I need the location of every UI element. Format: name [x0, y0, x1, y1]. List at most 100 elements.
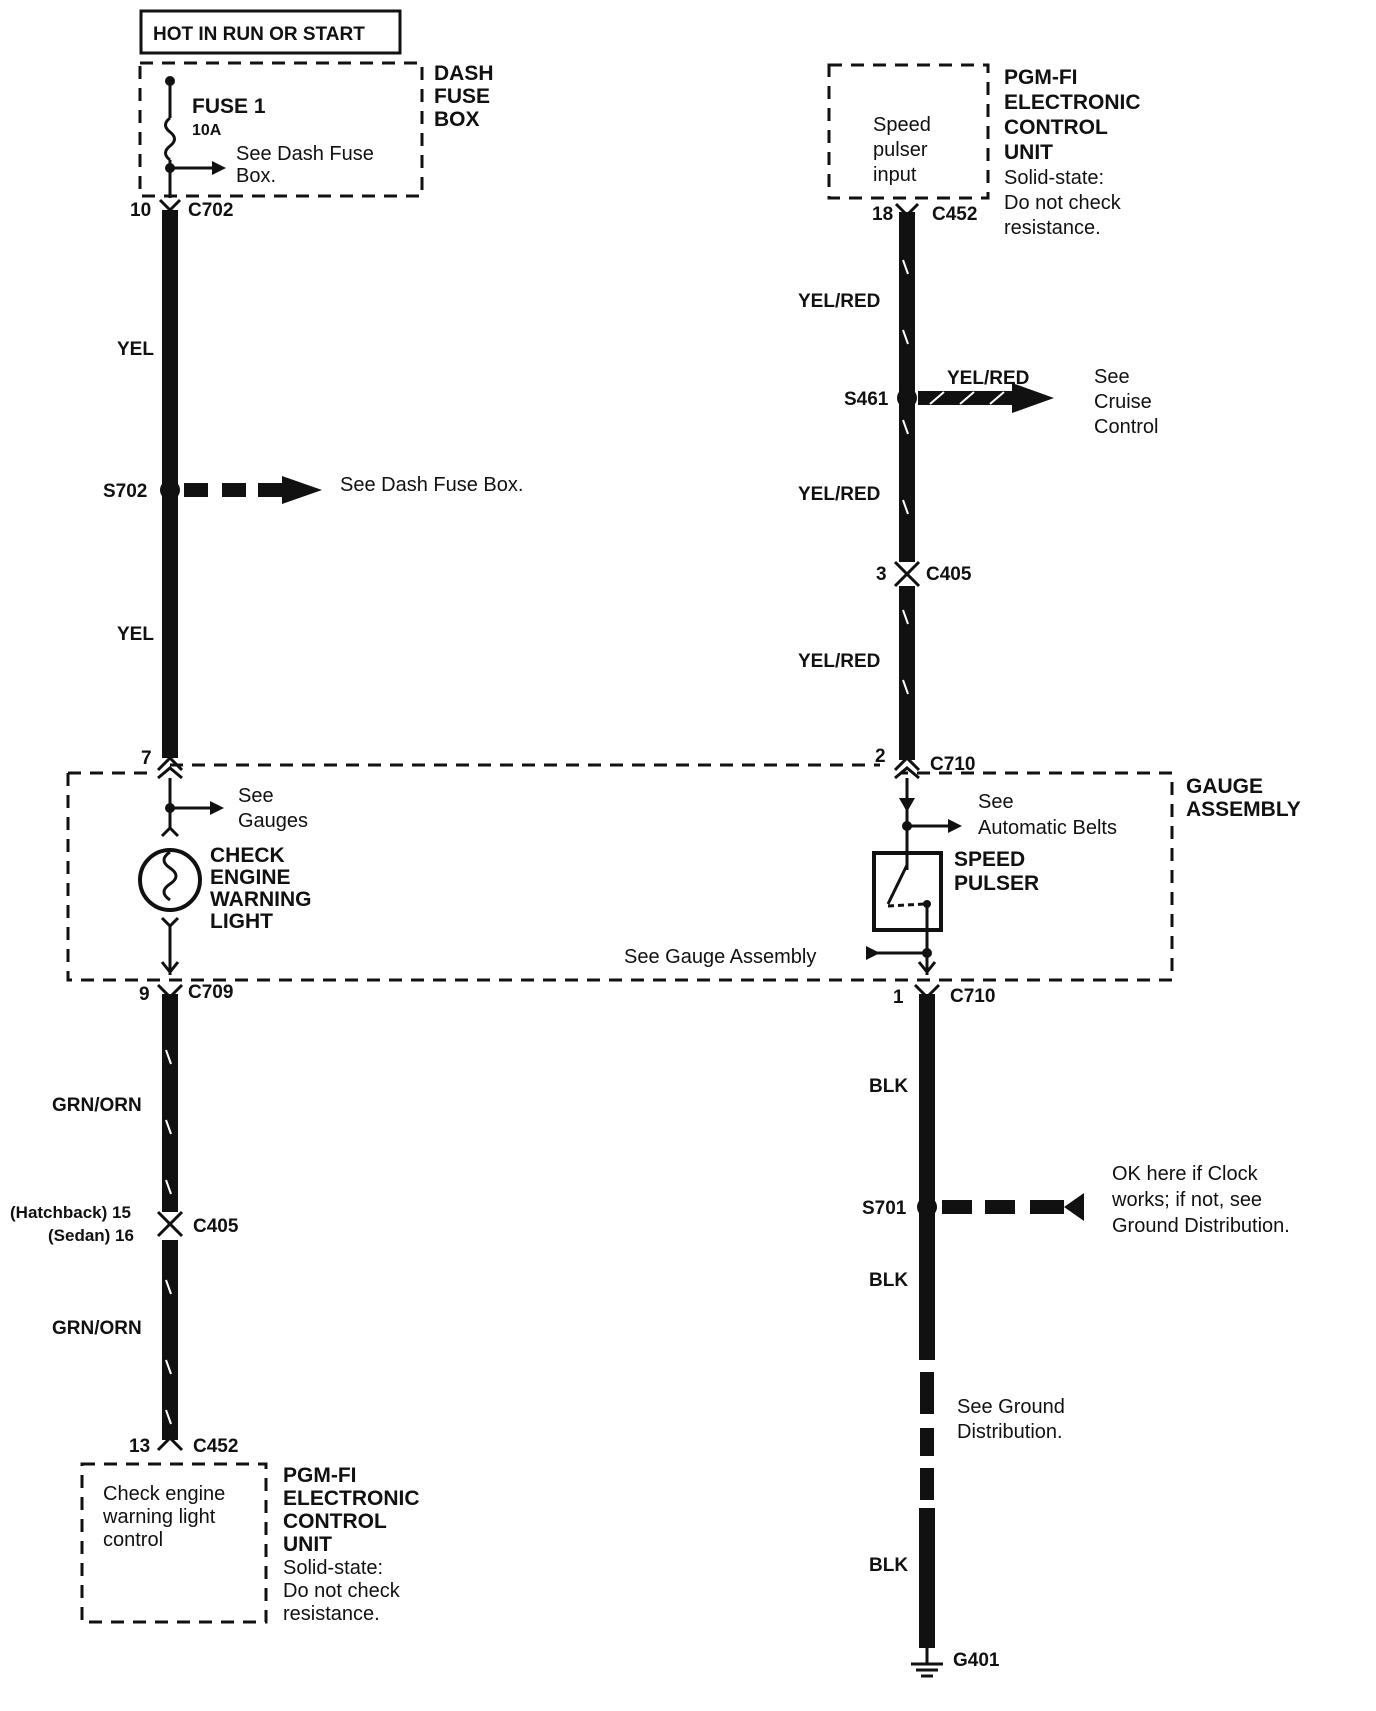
svg-text:CHECK: CHECK [210, 844, 285, 867]
svg-text:UNIT: UNIT [1004, 141, 1053, 164]
c405-left-label: C405 [193, 1216, 239, 1237]
svg-text:ELECTRONIC: ELECTRONIC [1004, 91, 1141, 114]
svg-text:ENGINE: ENGINE [210, 866, 291, 889]
svg-text:warning light: warning light [102, 1506, 216, 1528]
speed-pulser-label: SPEED PULSER [954, 848, 1039, 895]
svg-text:BOX: BOX [434, 108, 480, 131]
svg-text:PGM-FI: PGM-FI [283, 1464, 357, 1487]
wire-color-grn-orn-1: GRN/ORN [52, 1095, 142, 1116]
see-gauges-1: See [238, 785, 274, 807]
g401-label: G401 [953, 1650, 1000, 1671]
c405-left-pin-hatchback: (Hatchback) 15 [10, 1203, 131, 1222]
svg-text:Cruise: Cruise [1094, 391, 1152, 413]
svg-text:control: control [103, 1529, 163, 1551]
fuse-see-text-2: Box. [236, 165, 276, 187]
bulb-icon [138, 848, 202, 912]
wire-color-blk-2: BLK [869, 1270, 908, 1291]
svg-text:Ground Distribution.: Ground Distribution. [1112, 1215, 1290, 1237]
svg-text:PULSER: PULSER [954, 872, 1039, 895]
gauge-assembly-title: GAUGE ASSEMBLY [1186, 775, 1301, 821]
svg-text:FUSE: FUSE [434, 85, 490, 108]
dash-fuse-box-outline [138, 61, 424, 198]
arrow-right-icon [210, 801, 224, 815]
svg-text:works; if not, see: works; if not, see [1111, 1189, 1262, 1211]
s702-label: S702 [103, 481, 147, 502]
switch-icon [886, 864, 909, 905]
c405-right-label: C405 [926, 564, 972, 585]
svg-text:See Ground: See Ground [957, 1396, 1065, 1418]
fuse-see-text-1: See Dash Fuse [236, 143, 374, 165]
svg-text:Control: Control [1094, 416, 1158, 438]
fuse-name: FUSE 1 [192, 95, 266, 118]
wire-color-yel-red-1: YEL/RED [798, 291, 880, 312]
wire-color-yel-red-3: YEL/RED [798, 651, 880, 672]
svg-text:PGM-FI: PGM-FI [1004, 66, 1078, 89]
svg-text:LIGHT: LIGHT [210, 910, 273, 933]
see-gauge-assembly: See Gauge Assembly [624, 946, 816, 968]
wire-color-blk-3: BLK [869, 1555, 908, 1576]
splice-s461 [897, 388, 917, 408]
svg-text:DASH: DASH [434, 62, 494, 85]
s461-see-text: See Cruise Control [1094, 366, 1158, 438]
svg-text:resistance.: resistance. [283, 1603, 380, 1625]
svg-text:SPEED: SPEED [954, 848, 1025, 871]
dash-fuse-box-title: DASH FUSE BOX [434, 62, 494, 131]
pgm-bottom-box-outline [80, 1462, 268, 1624]
svg-text:Solid-state:: Solid-state: [283, 1557, 383, 1579]
pgm-top-title: PGM-FI ELECTRONIC CONTROL UNIT [1004, 66, 1141, 164]
c710-top-pin-right: 2 [875, 746, 886, 767]
s701-note: OK here if Clock works; if not, see Grou… [1111, 1163, 1290, 1237]
svg-text:Check engine: Check engine [103, 1483, 225, 1505]
c710-bottom-pin: 1 [893, 987, 904, 1008]
c405-right-pin: 3 [876, 564, 887, 585]
wire-color-yel-red-2: YEL/RED [798, 484, 880, 505]
c452-top-pin: 18 [872, 204, 893, 225]
pgm-top-box-outline [827, 63, 990, 200]
c709-pin: 9 [139, 984, 150, 1005]
c709-label: C709 [188, 982, 233, 1003]
s702-dashed-arrow [184, 476, 322, 504]
ground-distribution-dashed [920, 1372, 934, 1500]
ground-icon [911, 1648, 943, 1678]
svg-text:Do not check: Do not check [1004, 192, 1122, 214]
svg-text:See: See [1094, 366, 1130, 388]
fuse-icon [164, 116, 176, 162]
svg-text:resistance.: resistance. [1004, 217, 1101, 239]
c702-pin: 10 [130, 200, 151, 221]
wire-color-grn-orn-2: GRN/ORN [52, 1318, 142, 1339]
arrow-right-icon [1012, 383, 1054, 413]
s702-see-text: See Dash Fuse Box. [340, 474, 523, 496]
c710-top-pin-left: 7 [141, 748, 152, 769]
wire-color-blk-1: BLK [869, 1076, 908, 1097]
see-auto-belts-1: See [978, 791, 1014, 813]
see-gauges-2: Gauges [238, 810, 308, 832]
s461-wire-color: YEL/RED [947, 368, 1029, 389]
c452-bottom-label: C452 [193, 1436, 238, 1457]
c710-bottom-label: C710 [950, 986, 995, 1007]
svg-text:CONTROL: CONTROL [283, 1510, 387, 1533]
splice-s702 [160, 480, 180, 500]
c405-left-pin-sedan: (Sedan) 16 [48, 1226, 134, 1245]
svg-text:Distribution.: Distribution. [957, 1421, 1063, 1443]
pgm-top-note: Solid-state: Do not check resistance. [1004, 167, 1122, 239]
arrow-right-icon [948, 819, 962, 833]
svg-text:CONTROL: CONTROL [1004, 116, 1108, 139]
svg-text:Solid-state:: Solid-state: [1004, 167, 1104, 189]
s701-label: S701 [862, 1198, 907, 1219]
check-engine-label: CHECK ENGINE WARNING LIGHT [210, 844, 312, 933]
pgm-top-input-text: Speed pulser input [873, 114, 931, 186]
hot-label-box [139, 9, 402, 55]
c452-top-label: C452 [932, 204, 977, 225]
svg-text:pulser: pulser [873, 139, 928, 161]
fuse-rating: 10A [192, 122, 222, 139]
svg-text:input: input [873, 164, 917, 186]
wire-color-yel-2: YEL [117, 624, 154, 645]
svg-text:Speed: Speed [873, 114, 931, 136]
svg-text:Do not check: Do not check [283, 1580, 401, 1602]
svg-text:ELECTRONIC: ELECTRONIC [283, 1487, 420, 1510]
arrow-right-icon [212, 161, 226, 175]
c702-label: C702 [188, 200, 233, 221]
gauge-assembly-outline [66, 771, 1174, 982]
s701-dashed-arrow [942, 1193, 1084, 1221]
